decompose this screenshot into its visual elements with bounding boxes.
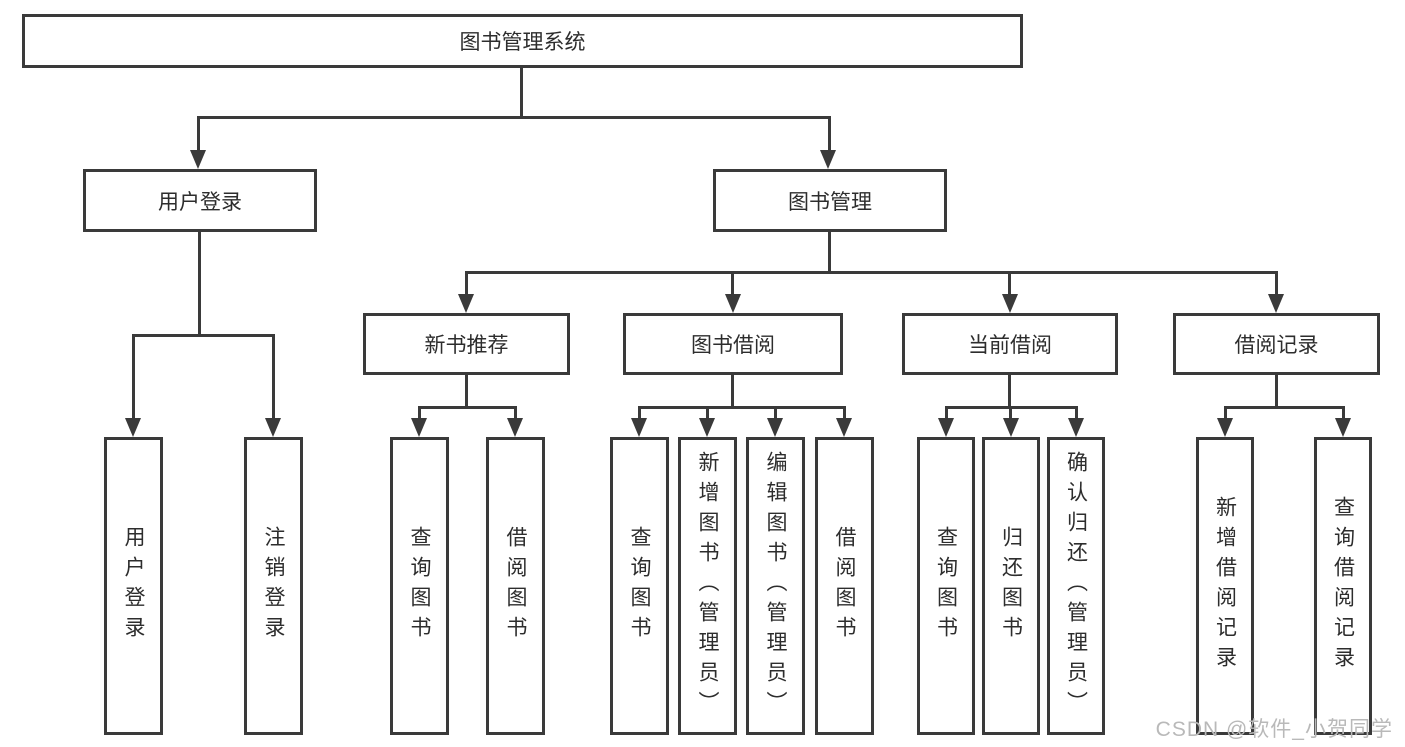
edge-book-mgmt-stem [828,232,831,273]
node-label: 新书推荐 [424,334,509,357]
edge-drop [1224,406,1227,420]
arrowhead-icon [836,418,852,437]
node-leaf-borrow-books: 借阅图书 [815,437,874,735]
edge-drop [465,271,468,296]
node-book-borrowing: 图书借阅 [623,313,843,375]
edge-drop [514,406,517,420]
node-leaf-query-books: 查询图书 [610,437,669,735]
edge-rail [418,406,517,409]
arrowhead-icon [725,294,741,313]
edge-drop [843,406,846,420]
edge-stem [465,375,468,408]
edge-user-login-stem [198,232,201,335]
edge-drop [945,406,948,420]
edge-drop [1275,271,1278,296]
edge-level1-rail [197,116,831,119]
node-leaf-query-borrow-record: 查询借阅记录 [1314,437,1372,735]
node-leaf-add-books-admin: 新增图书（管理员） [678,437,737,735]
arrowhead-icon [631,418,647,437]
arrowhead-icon [1217,418,1233,437]
node-leaf-add-borrow-record: 新增借阅记录 [1196,437,1254,735]
arrowhead-icon [938,418,954,437]
node-label: 当前借阅 [968,334,1052,357]
edge-drop [774,406,777,420]
edge-root-stem [520,68,523,117]
arrowhead-icon [411,418,427,437]
edge-user-login-rail [132,334,275,337]
node-book-management: 图书管理 [713,169,947,232]
arrowhead-icon [820,150,836,169]
arrowhead-icon [458,294,474,313]
node-label: 查询图书 [628,526,651,646]
node-label: 注销登录 [262,526,285,646]
node-label: 图书管理 [788,190,872,214]
node-leaf-borrow-books: 借阅图书 [486,437,545,735]
node-leaf-confirm-return-admin: 确认归还（管理员） [1047,437,1105,735]
node-label: 查询图书 [408,526,431,646]
node-leaf-return-books: 归还图书 [982,437,1040,735]
arrowhead-icon [1002,294,1018,313]
node-label: 用户登录 [122,526,145,646]
node-label: 借阅图书 [833,526,856,646]
edge-drop-user-login [197,116,200,152]
node-root-library-system: 图书管理系统 [22,14,1023,68]
node-label: 用户登录 [158,190,242,214]
node-label: 新增借阅记录 [1213,496,1237,676]
arrowhead-icon [190,150,206,169]
arrowhead-icon [767,418,783,437]
edge-drop [1075,406,1078,420]
edge-rail [638,406,846,409]
node-borrow-records: 借阅记录 [1173,313,1380,375]
csdn-watermark: CSDN @软件_小贺同学 [1155,718,1393,741]
node-user-login: 用户登录 [83,169,317,232]
node-label: 图书借阅 [691,334,775,357]
arrowhead-icon [507,418,523,437]
node-leaf-query-books: 查询图书 [390,437,449,735]
node-leaf-user-login: 用户登录 [104,437,163,735]
node-label: 编辑图书（管理员） [764,451,787,721]
edge-level3-rail [465,271,1278,274]
edge-drop [731,271,734,296]
arrowhead-icon [1335,418,1351,437]
node-label: 确认归还（管理员） [1064,451,1088,721]
arrowhead-icon [1268,294,1284,313]
node-label: 归还图书 [999,526,1023,646]
edge-drop [706,406,709,420]
edge-drop [1342,406,1345,420]
edge-drop [1009,406,1012,420]
arrowhead-icon [699,418,715,437]
edge-drop [132,334,135,419]
edge-drop [272,334,275,419]
node-leaf-logout: 注销登录 [244,437,303,735]
edge-stem [1275,375,1278,408]
node-leaf-query-books: 查询图书 [917,437,975,735]
edge-drop [638,406,641,420]
edge-drop [1008,271,1011,296]
node-new-book-recommend: 新书推荐 [363,313,570,375]
edge-drop [418,406,421,420]
arrowhead-icon [1003,418,1019,437]
node-label: 图书管理系统 [459,31,586,54]
node-label: 借阅记录 [1234,334,1319,357]
arrowhead-icon [1068,418,1084,437]
edge-rail [1224,406,1345,409]
arrowhead-icon [265,418,281,437]
edge-stem [1008,375,1011,408]
edge-stem [731,375,734,408]
arrowhead-icon [125,418,141,437]
node-label: 查询借阅记录 [1331,496,1355,676]
node-label: 新增图书（管理员） [696,451,719,721]
node-label: 借阅图书 [504,526,527,646]
node-current-borrowing: 当前借阅 [902,313,1118,375]
node-leaf-edit-books-admin: 编辑图书（管理员） [746,437,805,735]
edge-drop-book-mgmt [828,116,831,152]
node-label: 查询图书 [934,526,958,646]
